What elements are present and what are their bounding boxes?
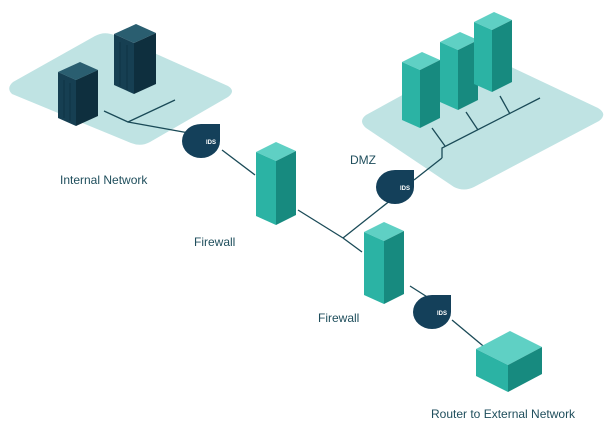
ids-to-firewall-upper-link — [221, 149, 256, 176]
ids-sensor-external: IDS — [413, 295, 451, 329]
ids-sensor-internal: IDS — [182, 124, 220, 158]
firewall-upper — [256, 142, 296, 225]
router — [476, 331, 542, 392]
ids-label-dmz: IDS — [400, 186, 410, 192]
dmz-drop-3 — [499, 95, 511, 115]
firewall-upper-to-hub-link — [297, 209, 344, 239]
internal-network-zone — [9, 33, 232, 145]
dmz-server-3 — [474, 12, 512, 92]
firewall-upper-label: Firewall — [194, 235, 235, 249]
dmz-server-1 — [402, 52, 440, 128]
dmz-ids-to-bus-link — [413, 157, 443, 181]
ids-to-router-link — [451, 319, 489, 351]
hub-to-dmz-ids-link — [342, 195, 397, 239]
dmz-bus-link — [441, 97, 541, 158]
dmz-drop-2 — [465, 111, 479, 131]
firewall-lower — [364, 222, 404, 304]
hub-to-firewall-lower-link — [342, 237, 363, 253]
router-label: Router to External Network — [431, 407, 576, 421]
internal-server-2 — [114, 24, 156, 94]
firewall-lower-label: Firewall — [318, 311, 359, 325]
ids-sensor-dmz: IDS — [376, 170, 414, 204]
connections — [103, 95, 541, 351]
dmz-label: DMZ — [350, 153, 376, 167]
dmz-server-2 — [440, 32, 478, 110]
internal-server-1 — [58, 62, 98, 126]
internal-network-label: Internal Network — [60, 173, 148, 187]
dmz-drop-1 — [431, 127, 446, 147]
ids-label-external: IDS — [437, 311, 447, 317]
ids-label-internal: IDS — [206, 140, 216, 146]
